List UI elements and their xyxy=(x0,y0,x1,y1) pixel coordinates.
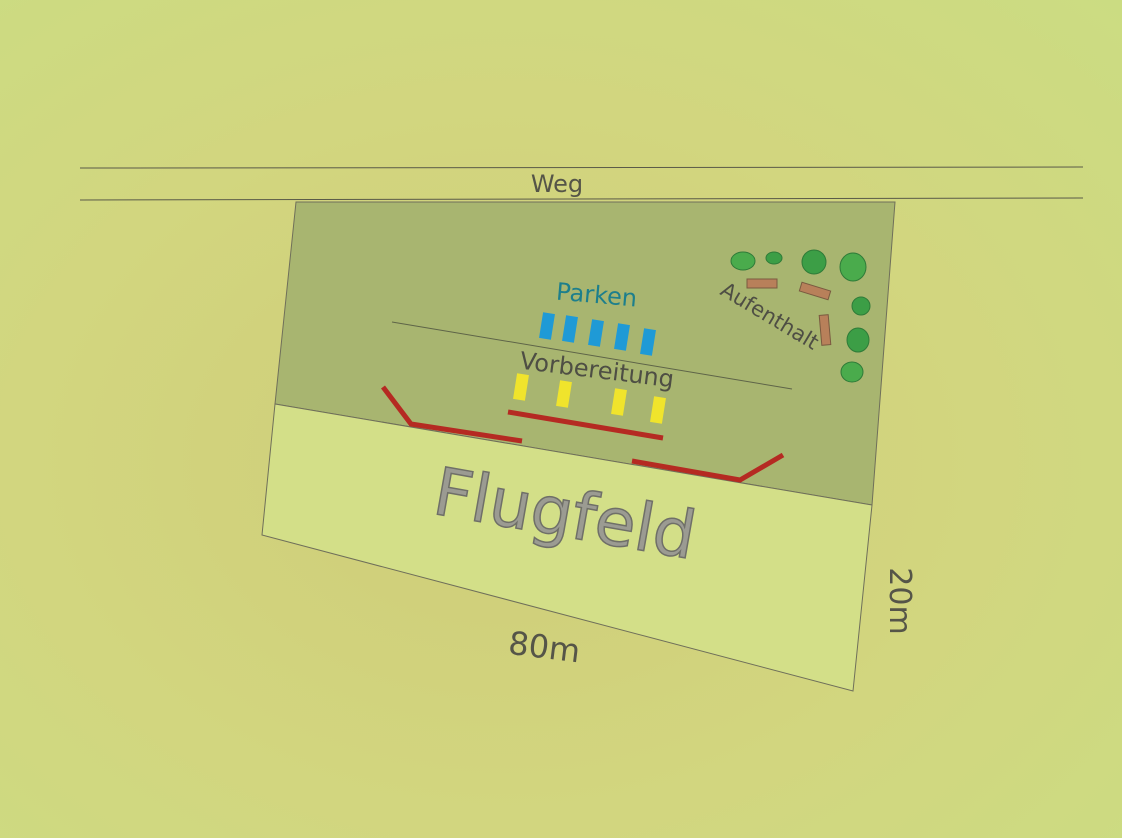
preparation-slots xyxy=(513,373,666,424)
parking-slot xyxy=(562,315,578,343)
tree-icon xyxy=(730,251,756,271)
bench-icon xyxy=(798,281,832,301)
parking-slot xyxy=(539,312,555,340)
lounge-benches xyxy=(746,278,832,346)
boundary-center xyxy=(507,409,664,441)
road-edge-top xyxy=(79,166,1084,169)
preparation-slot xyxy=(556,380,572,408)
boundary-right xyxy=(631,452,785,483)
width-dimension-label: 20m xyxy=(882,567,917,634)
tree-icon xyxy=(801,249,827,275)
bench-icon xyxy=(818,314,832,346)
airfield-strip xyxy=(261,403,873,692)
parking-slot xyxy=(614,323,630,351)
divider-line xyxy=(391,321,793,390)
road-edge-bottom xyxy=(79,197,1084,201)
tree-icon xyxy=(840,361,864,383)
parking-slot xyxy=(640,328,656,356)
lounge-trees xyxy=(730,249,871,383)
bench-icon xyxy=(746,278,778,289)
tree-icon xyxy=(851,296,871,316)
tree-icon xyxy=(839,252,867,282)
road-label: Weg xyxy=(531,170,583,198)
tree-icon xyxy=(846,327,870,353)
length-dimension-label: 80m xyxy=(506,624,582,670)
boundary-left xyxy=(381,385,523,444)
preparation-slot xyxy=(650,396,666,424)
preparation-slot xyxy=(611,388,627,416)
parking-slot xyxy=(588,319,604,347)
safety-boundaries xyxy=(381,385,785,483)
preparation-slot xyxy=(513,373,529,401)
parking-slots xyxy=(539,312,656,356)
tree-icon xyxy=(765,251,783,265)
